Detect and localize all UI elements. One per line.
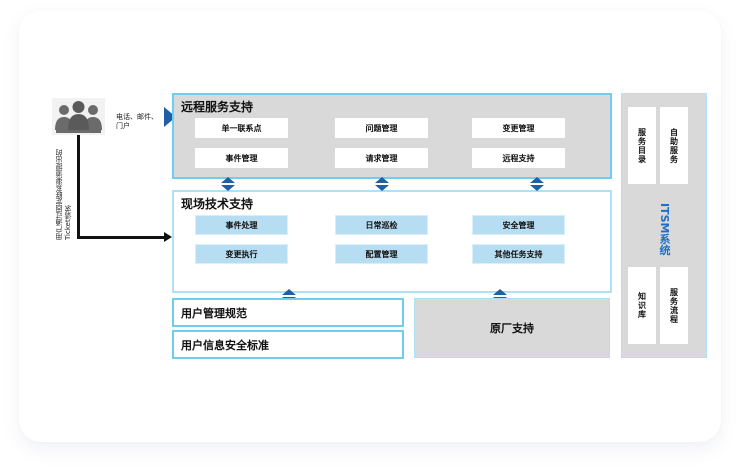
ticket-request-label: 用户通过固定联系渠道提出的Ticket请求 [55,149,72,240]
remote-item: 远程支持 [472,148,565,168]
connector-line-horizontal [77,236,165,239]
onsite-item: 安全管理 [472,215,565,235]
onsite-item: 日常巡检 [335,215,428,235]
itsm-item-service-catalog: 服务目录 [628,107,656,184]
people-group-icon [52,98,105,135]
bidirectional-arrow-icon [375,177,389,191]
user-info-security-standard-box: 用户信息安全标准 [172,330,404,359]
remote-item: 变更管理 [472,118,565,138]
onsite-item: 变更执行 [195,244,288,264]
onsite-item: 其他任务支持 [472,244,565,264]
itsm-title: ITSM系统 [658,202,671,256]
remote-support-panel: 远程服务支持 单一联系点 问题管理 变更管理 事件管理 请求管理 远程支持 [172,93,612,179]
vendor-support-box: 原厂支持 [414,298,610,358]
connector-line-vertical [77,135,80,239]
arrow-right-icon [164,232,172,242]
remote-item: 事件管理 [195,148,288,168]
itsm-system-panel: 服务目录 自助服务 ITSM系统 知识库 服务流程 [621,93,707,358]
channels-label: 电话、邮件、门户 [116,113,158,130]
itsm-item-service-process: 服务流程 [660,267,688,344]
onsite-item: 配置管理 [335,244,428,264]
bidirectional-arrow-icon [530,177,544,191]
onsite-item: 事件处理 [195,215,288,235]
remote-item: 请求管理 [335,148,428,168]
onsite-support-panel: 现场技术支持 事件处理 日常巡检 安全管理 变更执行 配置管理 其他任务支持 [172,190,612,293]
onsite-support-title: 现场技术支持 [181,197,254,211]
itsm-item-knowledge-base: 知识库 [628,267,656,344]
itsm-item-self-service: 自助服务 [660,107,688,184]
remote-support-title: 远程服务支持 [181,100,254,114]
bidirectional-arrow-icon [221,177,235,191]
remote-item: 问题管理 [335,118,428,138]
user-management-standard-box: 用户管理规范 [172,298,404,327]
remote-item: 单一联系点 [195,118,288,138]
